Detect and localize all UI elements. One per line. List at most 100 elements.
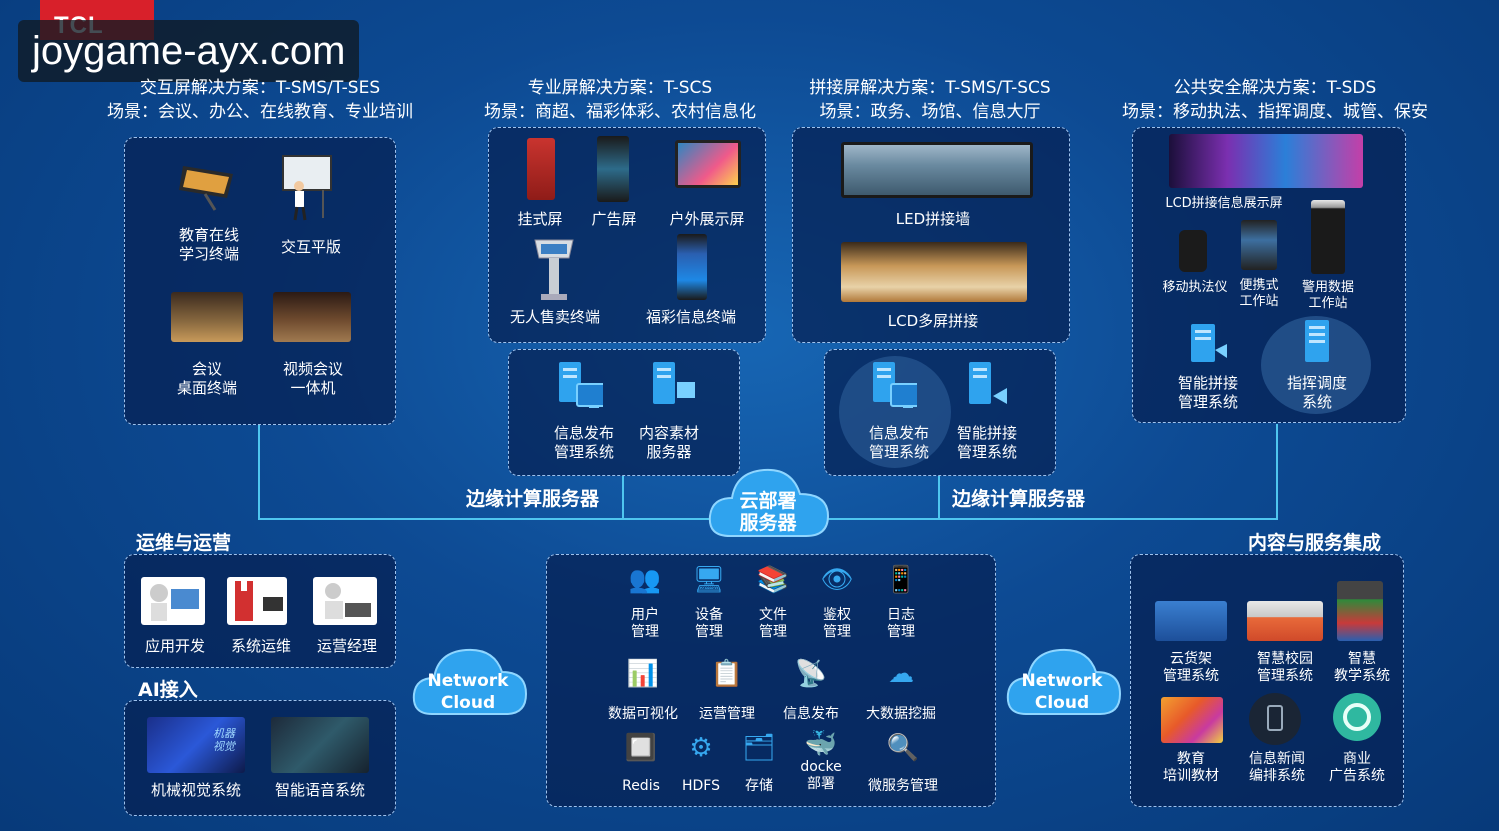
meeting-room-image <box>171 292 243 342</box>
item-label: 数据可视化 <box>608 706 678 722</box>
platform-panel: 👥 用户 管理 🖥 设备 管理 📚 文件 管理 👁 鉴权 管理 📱 日志 管理 … <box>546 554 996 807</box>
docker-icon: 🐳 <box>804 729 838 759</box>
portable-workstation-image <box>1241 220 1277 270</box>
item-label: 智慧 教学系统 <box>1334 651 1390 684</box>
item-label: 系统运维 <box>230 637 291 655</box>
data-visualization-icon: 📊 <box>626 659 660 689</box>
operation-management-icon: 📋 <box>710 659 744 689</box>
edge-server-label-right: 边缘计算服务器 <box>952 488 1086 510</box>
item-label: 用户 管理 <box>631 607 659 640</box>
server-monitor-icon <box>559 362 603 408</box>
item-label: 鉴权 管理 <box>823 607 851 640</box>
item-label: 信息发布 管理系统 <box>553 424 614 461</box>
device-management-icon: 🖥 <box>692 565 726 595</box>
server-monitor-icon <box>873 362 917 408</box>
smart-campus-image <box>1247 601 1323 641</box>
watermark: joygame-ayx.com <box>18 20 360 82</box>
item-label: 存储 <box>745 778 773 794</box>
item-label: 教育 培训教材 <box>1163 751 1219 784</box>
edge-server-label-left: 边缘计算服务器 <box>466 488 600 510</box>
connector-line <box>258 424 260 520</box>
item-label: 智慧校园 管理系统 <box>1257 651 1313 684</box>
redis-icon: 🔲 <box>624 733 658 763</box>
machine-vision-thumb-text: 机器 视觉 <box>213 727 235 753</box>
cloud-shelf-image <box>1155 601 1227 641</box>
connector-line <box>938 476 940 520</box>
item-label: Redis <box>622 778 660 794</box>
item-label: 设备 管理 <box>695 607 723 640</box>
file-management-icon: 📚 <box>756 565 790 595</box>
solution-header-professional: 专业屏解决方案：T-SCS 场景：商超、福彩体彩、农村信息化 <box>460 76 780 124</box>
server-icon <box>1305 320 1329 362</box>
connector-line <box>1276 424 1278 520</box>
solution-title: 公共安全解决方案：T-SDS <box>1173 78 1377 98</box>
item-label: 无人售卖终端 <box>509 308 600 326</box>
item-label: HDFS <box>681 778 720 794</box>
item-label: 交互平版 <box>280 238 341 256</box>
info-release-icon: 📡 <box>794 659 828 689</box>
item-label: 福彩信息终端 <box>645 308 736 326</box>
lottery-terminal-image <box>677 234 707 300</box>
solution-title: 专业屏解决方案：T-SCS <box>527 78 713 98</box>
police-workstation-image <box>1311 200 1345 274</box>
item-label: 大数据挖掘 <box>866 706 936 722</box>
microservice-icon: 🔍 <box>886 733 920 763</box>
item-label: docke 部署 <box>800 759 842 792</box>
item-label: 信息发布 管理系统 <box>868 424 929 461</box>
server-icon <box>1191 324 1227 362</box>
log-management-icon: 📱 <box>884 565 918 595</box>
ad-screen-image <box>597 136 629 202</box>
voice-system-image <box>271 717 369 773</box>
item-label: 视频会议 一体机 <box>282 360 343 397</box>
item-label: 警用数据 工作站 <box>1301 280 1354 311</box>
ai-title: AI接入 <box>138 679 198 701</box>
sys-ops-image <box>227 577 287 625</box>
item-label: 教育在线 学习终端 <box>178 226 239 263</box>
auth-management-icon: 👁 <box>820 565 854 595</box>
network-cloud-icon-right <box>1006 648 1122 715</box>
item-label: LCD拼接信息展示屏 <box>1165 196 1283 211</box>
lcd-splice-image <box>841 242 1027 302</box>
item-label: 移动执法仪 <box>1162 280 1228 295</box>
whiteboard-image <box>282 155 332 221</box>
solution-scene: 场景：政务、场馆、信息大厅 <box>819 102 1041 122</box>
item-label: 智能拼接 管理系统 <box>1177 374 1238 411</box>
wall-display-image <box>527 138 555 200</box>
item-label: 运营经理 <box>316 637 377 655</box>
ops-panel: 应用开发 系统运维 运营经理 <box>124 554 396 668</box>
solution-title: 交互屏解决方案：T-SMS/T-SES <box>139 78 381 98</box>
item-label: 广告屏 <box>591 210 637 228</box>
solution-scene: 场景：移动执法、指挥调度、城管、保安 <box>1122 102 1428 122</box>
solution-header-splicing: 拼接屏解决方案：T-SMS/T-SCS 场景：政务、场馆、信息大厅 <box>790 76 1070 124</box>
professional-panel: 挂式屏 广告屏 户外展示屏 无人售卖终端 福彩信息终端 <box>488 127 766 343</box>
item-label: 日志 管理 <box>887 607 915 640</box>
item-label: 运营管理 <box>699 706 755 722</box>
outdoor-screen-image <box>675 140 741 188</box>
professional-servers-panel: 信息发布 管理系统 内容素材 服务器 <box>508 349 740 476</box>
network-cloud-icon-left <box>412 648 528 715</box>
solution-header-interactive: 交互屏解决方案：T-SMS/T-SES 场景：会议、办公、在线教育、专业培训 <box>90 76 430 124</box>
user-management-icon: 👥 <box>628 565 662 595</box>
item-label: 户外展示屏 <box>669 210 745 228</box>
splicing-panel: LED拼接墙 LCD多屏拼接 <box>792 127 1070 343</box>
item-label: 内容素材 服务器 <box>638 424 699 461</box>
solution-header-security: 公共安全解决方案：T-SDS 场景：移动执法、指挥调度、城管、保安 <box>1100 76 1450 124</box>
security-panel: LCD拼接信息展示屏 移动执法仪 便携式 工作站 警用数据 工作站 智能拼接 管… <box>1132 127 1406 423</box>
network-cloud-label-left: Network Cloud <box>427 671 509 713</box>
item-label: 商业 广告系统 <box>1329 751 1385 784</box>
server-icon <box>653 362 695 404</box>
item-label: 机械视觉系统 <box>150 781 241 799</box>
hdfs-icon: ⚙ <box>689 733 713 763</box>
cloud-server-label: 云部署 服务器 <box>739 490 797 534</box>
item-label: 信息发布 <box>783 706 839 722</box>
solution-scene: 场景：商超、福彩体彩、农村信息化 <box>484 102 756 122</box>
ops-manager-image <box>313 577 377 625</box>
item-label: 应用开发 <box>144 637 205 655</box>
network-cloud-label-right: Network Cloud <box>1021 671 1103 713</box>
item-label: 云货架 管理系统 <box>1163 651 1219 684</box>
ad-system-icon <box>1333 693 1381 741</box>
cloud-server-icon <box>708 468 830 537</box>
storage-icon: 🗂 <box>742 733 776 763</box>
training-material-image <box>1161 697 1223 743</box>
item-label: 指挥调度 系统 <box>1286 374 1347 411</box>
